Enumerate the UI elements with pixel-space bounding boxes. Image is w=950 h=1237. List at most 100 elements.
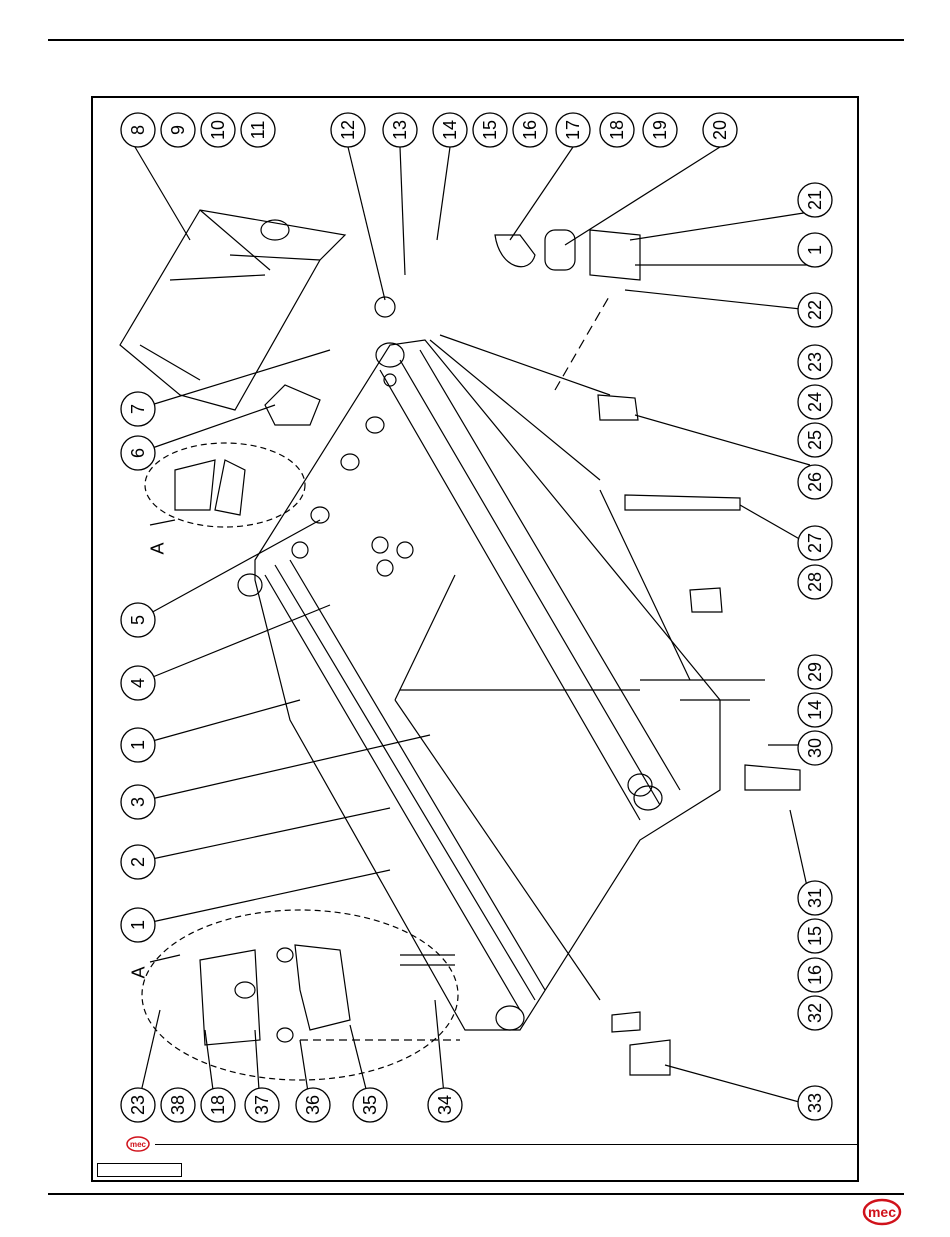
callout-number: 11: [248, 121, 268, 140]
view-label-a-lower: A: [129, 966, 150, 978]
callout-14: 14: [433, 113, 467, 147]
callout-38: 38: [161, 1088, 195, 1122]
callout-25: 25: [798, 423, 832, 457]
callout-31: 31: [798, 881, 832, 915]
callout-17: 17: [556, 113, 590, 147]
callout-37: 37: [245, 1088, 279, 1122]
callout-number: 26: [805, 472, 825, 492]
callout-number: 4: [128, 678, 148, 688]
callout-number: 30: [805, 738, 825, 758]
callout-number: 23: [805, 352, 825, 372]
callout-number: 23: [128, 1095, 148, 1115]
callout-8: 8: [121, 113, 155, 147]
callout-number: 38: [168, 1095, 188, 1115]
callout-number: 1: [128, 740, 148, 750]
callout-number: 25: [805, 430, 825, 450]
callout-number: 8: [128, 125, 148, 135]
callout-number: 28: [805, 572, 825, 592]
callout-15: 15: [473, 113, 507, 147]
callout-4: 4: [121, 666, 155, 700]
callout-36: 36: [296, 1088, 330, 1122]
callout-1: 1: [121, 728, 155, 762]
callout-18: 18: [600, 113, 634, 147]
callout-number: 15: [805, 926, 825, 946]
callout-group: 8910111213141516171819202112223242526272…: [121, 113, 832, 1122]
callout-16: 16: [513, 113, 547, 147]
callout-number: 29: [805, 662, 825, 682]
callout-number: 32: [805, 1003, 825, 1023]
callout-6: 6: [121, 436, 155, 470]
callout-11: 11: [241, 113, 275, 147]
callout-18: 18: [201, 1088, 235, 1122]
view-label-a-upper: A: [148, 542, 169, 554]
callout-number: 35: [360, 1095, 380, 1115]
callout-1: 1: [121, 908, 155, 942]
callout-9: 9: [161, 113, 195, 147]
callout-number: 15: [480, 120, 500, 140]
callout-number: 2: [128, 857, 148, 867]
callout-number: 34: [435, 1095, 455, 1115]
callout-number: 33: [805, 1093, 825, 1113]
callout-number: 14: [805, 700, 825, 720]
callout-number: 1: [805, 245, 825, 255]
callout-number: 6: [128, 448, 148, 458]
callout-10: 10: [201, 113, 235, 147]
callout-number: 1: [128, 920, 148, 930]
brand-logo: mec: [862, 1198, 904, 1226]
brand-logo-small: mec: [126, 1136, 150, 1152]
callout-number: 20: [710, 120, 730, 140]
callout-number: 5: [128, 615, 148, 625]
callout-21: 21: [798, 183, 832, 217]
callout-number: 19: [650, 120, 670, 140]
callout-12: 12: [331, 113, 365, 147]
callout-32: 32: [798, 996, 832, 1030]
callout-35: 35: [353, 1088, 387, 1122]
callout-number: 16: [520, 120, 540, 140]
callout-5: 5: [121, 603, 155, 637]
title-strip-line: [155, 1144, 858, 1145]
brand-logo-text: mec: [868, 1204, 896, 1220]
callout-number: 3: [128, 797, 148, 807]
callout-number: 17: [563, 120, 583, 140]
callout-22: 22: [798, 293, 832, 327]
callout-1: 1: [798, 233, 832, 267]
callout-24: 24: [798, 385, 832, 419]
callout-number: 31: [805, 888, 825, 908]
callout-number: 14: [440, 120, 460, 140]
callout-number: 16: [805, 965, 825, 985]
callout-number: 9: [168, 125, 188, 135]
callout-13: 13: [383, 113, 417, 147]
callout-number: 27: [805, 533, 825, 553]
callout-20: 20: [703, 113, 737, 147]
callout-number: 21: [805, 190, 825, 210]
frame-linework: [120, 147, 810, 1105]
callout-7: 7: [121, 392, 155, 426]
callout-29: 29: [798, 655, 832, 689]
callout-number: 10: [208, 120, 228, 140]
callout-number: 13: [390, 120, 410, 140]
callout-34: 34: [428, 1088, 462, 1122]
callout-27: 27: [798, 526, 832, 560]
callout-33: 33: [798, 1086, 832, 1120]
callout-number: 18: [208, 1095, 228, 1115]
callout-16: 16: [798, 958, 832, 992]
callout-number: 24: [805, 392, 825, 412]
callout-23: 23: [798, 345, 832, 379]
callout-number: 36: [303, 1095, 323, 1115]
callout-23: 23: [121, 1088, 155, 1122]
callout-number: 12: [338, 120, 358, 140]
callout-number: 37: [252, 1095, 272, 1115]
callout-14: 14: [798, 693, 832, 727]
brand-logo-small-text: mec: [130, 1140, 147, 1149]
callout-2: 2: [121, 845, 155, 879]
title-box: [97, 1163, 182, 1177]
callout-19: 19: [643, 113, 677, 147]
callout-26: 26: [798, 465, 832, 499]
callout-number: 7: [128, 404, 148, 414]
callout-number: 22: [805, 300, 825, 320]
callout-3: 3: [121, 785, 155, 819]
callout-28: 28: [798, 565, 832, 599]
callout-number: 18: [607, 120, 627, 140]
callout-15: 15: [798, 919, 832, 953]
